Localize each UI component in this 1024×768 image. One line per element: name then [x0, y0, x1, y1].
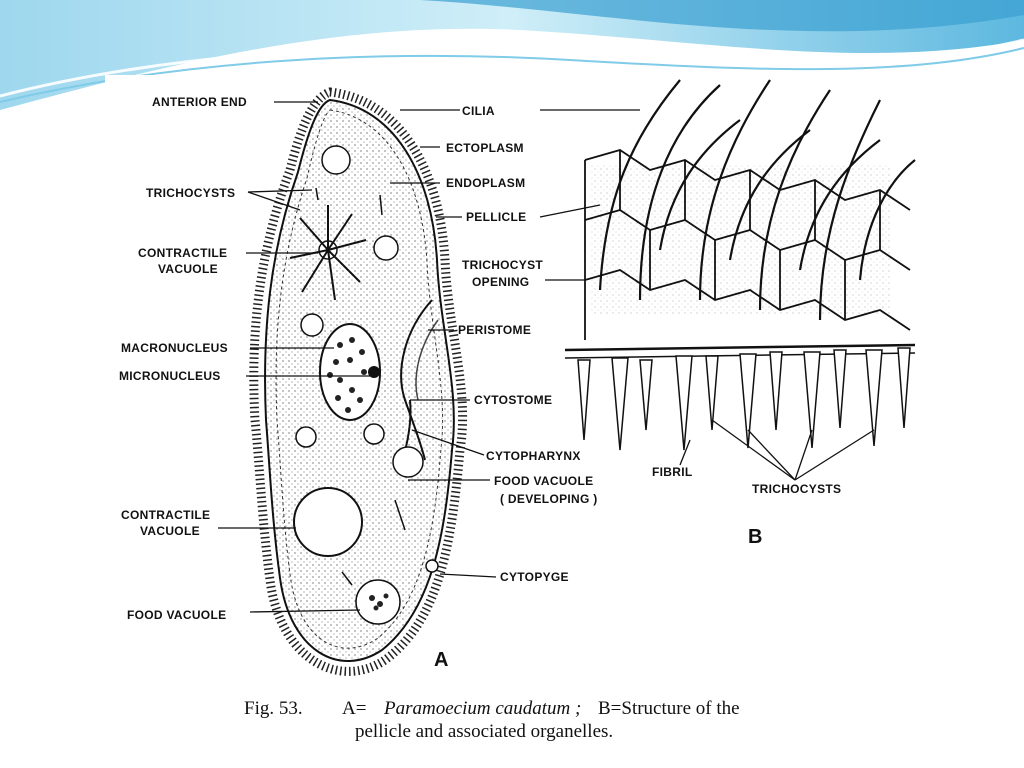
- label-trichocysts-b: TRICHOCYSTS: [752, 482, 841, 496]
- label-anterior-end: ANTERIOR END: [152, 95, 247, 109]
- micronucleus: [368, 366, 380, 378]
- label-cilia: CILIA: [462, 104, 495, 118]
- cytopyge: [425, 559, 439, 573]
- label-cytostome: CYTOSTOME: [474, 393, 552, 407]
- label-contractile-vacuole-2: VACUOLE: [158, 262, 218, 276]
- caption-fig-number: Fig. 53.: [244, 698, 303, 719]
- label-pellicle: PELLICLE: [466, 210, 526, 224]
- label-ectoplasm: ECTOPLASM: [446, 141, 524, 155]
- label-food-vacuole-developing-1: FOOD VACUOLE: [494, 474, 593, 488]
- caption-a-eq: A=: [342, 698, 366, 719]
- label-trichocyst-opening-2: OPENING: [472, 275, 529, 289]
- label-macronucleus: MACRONUCLEUS: [121, 341, 228, 355]
- label-fibril: FIBRIL: [652, 465, 692, 479]
- label-micronucleus: MICRONUCLEUS: [119, 369, 221, 383]
- pellicle-diagram: [539, 79, 916, 481]
- header-banner: [0, 0, 1024, 110]
- contractile-vacuole-top: [289, 205, 367, 301]
- label-trichocyst-opening-1: TRICHOCYST: [462, 258, 543, 272]
- label-contractile-vacuole-b2: VACUOLE: [140, 524, 200, 538]
- leader-lines-a: [218, 101, 497, 613]
- label-trichocysts-a: TRICHOCYSTS: [146, 186, 235, 200]
- developing-food-vacuole: [392, 446, 424, 478]
- panel-label-a: A: [434, 649, 448, 671]
- caption-b-eq: B=Structure of the: [598, 698, 740, 719]
- label-endoplasm: ENDOPLASM: [446, 176, 525, 190]
- label-contractile-vacuole-b1: CONTRACTILE: [121, 508, 210, 522]
- figure-caption: Fig. 53. A= Paramoecium caudatum ; B=Str…: [244, 698, 740, 742]
- label-food-vacuole-developing-2: ( DEVELOPING ): [500, 492, 598, 506]
- peristome: [400, 299, 433, 461]
- label-contractile-vacuole-1: CONTRACTILE: [138, 246, 227, 260]
- label-cytopyge: CYTOPYGE: [500, 570, 569, 584]
- caption-species: Paramoecium caudatum ;: [383, 698, 581, 719]
- label-cytopharynx: CYTOPHARYNX: [486, 449, 581, 463]
- paramecium-diagram: [249, 87, 468, 676]
- caption-line-2: pellicle and associated organelles.: [355, 721, 613, 742]
- label-food-vacuole: FOOD VACUOLE: [127, 608, 226, 622]
- label-peristome: PERISTOME: [458, 323, 531, 337]
- panel-label-b: B: [748, 526, 762, 548]
- contractile-vacuole-bottom: [293, 487, 363, 557]
